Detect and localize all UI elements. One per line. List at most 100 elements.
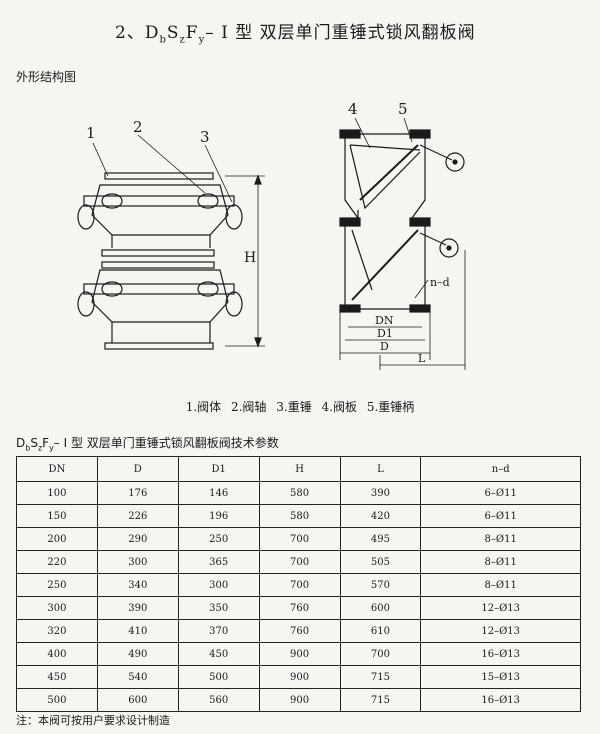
front-view [77, 134, 265, 350]
table-cell: 220 [16, 550, 98, 574]
col-header: n–d [420, 456, 581, 482]
weight [77, 204, 95, 230]
table-cell: 760 [258, 619, 341, 643]
col-header: D [96, 456, 179, 482]
table-cell: 700 [258, 527, 341, 551]
table-cell: 16–Ø13 [420, 688, 581, 712]
dim-l: L [418, 352, 426, 365]
table-cell: 300 [96, 550, 179, 574]
table-cell: 150 [16, 504, 98, 528]
caption-part: 2.阀轴 [230, 400, 267, 414]
table-cell: 450 [177, 642, 260, 666]
table-cell: 12–Ø13 [420, 596, 581, 620]
callout-5: 5 [398, 100, 408, 118]
page-title: 2、DbSzFy– I 型 双层单门重锤式锁风翻板阀 [115, 23, 476, 46]
table-cell: 495 [339, 527, 422, 551]
table-cell: 560 [177, 688, 260, 712]
table-cell: 390 [96, 596, 179, 620]
table-cell: 400 [16, 642, 98, 666]
table-cell: 300 [16, 596, 98, 620]
upper-shaft [83, 195, 235, 207]
valve-drawing: 1 2 3 H [77, 100, 466, 370]
table-cell: 700 [339, 642, 422, 666]
table-cell: 600 [339, 596, 422, 620]
dim-dn: DN [375, 314, 394, 327]
table-cell: 8–Ø11 [420, 550, 581, 574]
table-cell: 900 [258, 665, 341, 689]
table-cell: 340 [96, 573, 179, 597]
table-cell: 610 [339, 619, 422, 643]
table-cell: 226 [96, 504, 179, 528]
table-cell: 760 [258, 596, 341, 620]
callout-2: 2 [133, 118, 143, 136]
table-cell: 900 [258, 688, 341, 712]
table-cell: 450 [16, 665, 98, 689]
callout-3: 3 [200, 128, 210, 146]
table-cell: 100 [16, 481, 98, 505]
lower-shaft [83, 283, 235, 295]
table-cell: 580 [258, 504, 341, 528]
table-cell: 8–Ø11 [420, 527, 581, 551]
col-header: L [339, 456, 422, 482]
table-cell: 320 [16, 619, 98, 643]
table-cell: 900 [258, 642, 341, 666]
table-cell: 715 [339, 665, 422, 689]
dim-nd: n–d [430, 276, 450, 289]
caption-part: 1.阀体 [185, 400, 222, 414]
table-cell: 6–Ø11 [420, 504, 581, 528]
height-label: H [244, 250, 256, 266]
section-label: 外形结构图 [16, 70, 77, 84]
callout-4: 4 [348, 100, 358, 118]
table-cell: 505 [339, 550, 422, 574]
table-cell: 600 [96, 688, 179, 712]
dim-d: D [380, 340, 389, 353]
table-cell: 8–Ø11 [420, 573, 581, 597]
table-cell: 700 [258, 573, 341, 597]
table-cell: 540 [96, 665, 179, 689]
table-cell: 6–Ø11 [420, 481, 581, 505]
table-cell: 490 [96, 642, 179, 666]
table-cell: 16–Ø13 [420, 642, 581, 666]
table-cell: 370 [177, 619, 260, 643]
table-cell: 250 [16, 573, 98, 597]
table-cell: 250 [177, 527, 260, 551]
table-cell: 146 [177, 481, 260, 505]
table-cell: 196 [177, 504, 260, 528]
table-cell: 715 [339, 688, 422, 712]
table-cell: 290 [96, 527, 179, 551]
dim-d1: D1 [377, 327, 393, 340]
table-cell: 580 [258, 481, 341, 505]
callout-1: 1 [86, 124, 96, 142]
table-cell: 365 [177, 550, 260, 574]
table-cell: 200 [16, 527, 98, 551]
caption-part: 4.阀板 [321, 400, 357, 414]
table-cell: 350 [177, 596, 260, 620]
table-title: DbSzFy– I 型 双层单门重锤式锁风翻板阀技术参数 [16, 436, 279, 453]
col-header: D1 [177, 456, 260, 482]
table-header-row: DN D D1 H L n–d [16, 456, 581, 482]
parts-caption: 1.阀体 2.阀轴 3.重锤 4.阀板 5.重锤柄 [0, 398, 600, 415]
table-cell: 300 [177, 573, 260, 597]
table-cell: 570 [339, 573, 422, 597]
col-header: H [258, 456, 341, 482]
col-header: DN [16, 456, 98, 482]
weight [225, 204, 243, 230]
table-cell: 12–Ø13 [420, 619, 581, 643]
note: 注：本阀可按用户要求设计制造 [16, 714, 170, 727]
caption-part: 5.重锤柄 [366, 400, 415, 414]
table-cell: 500 [177, 665, 260, 689]
table-cell: 420 [339, 504, 422, 528]
table-cell: 410 [96, 619, 179, 643]
table-cell: 390 [339, 481, 422, 505]
table-cell: 500 [16, 688, 98, 712]
